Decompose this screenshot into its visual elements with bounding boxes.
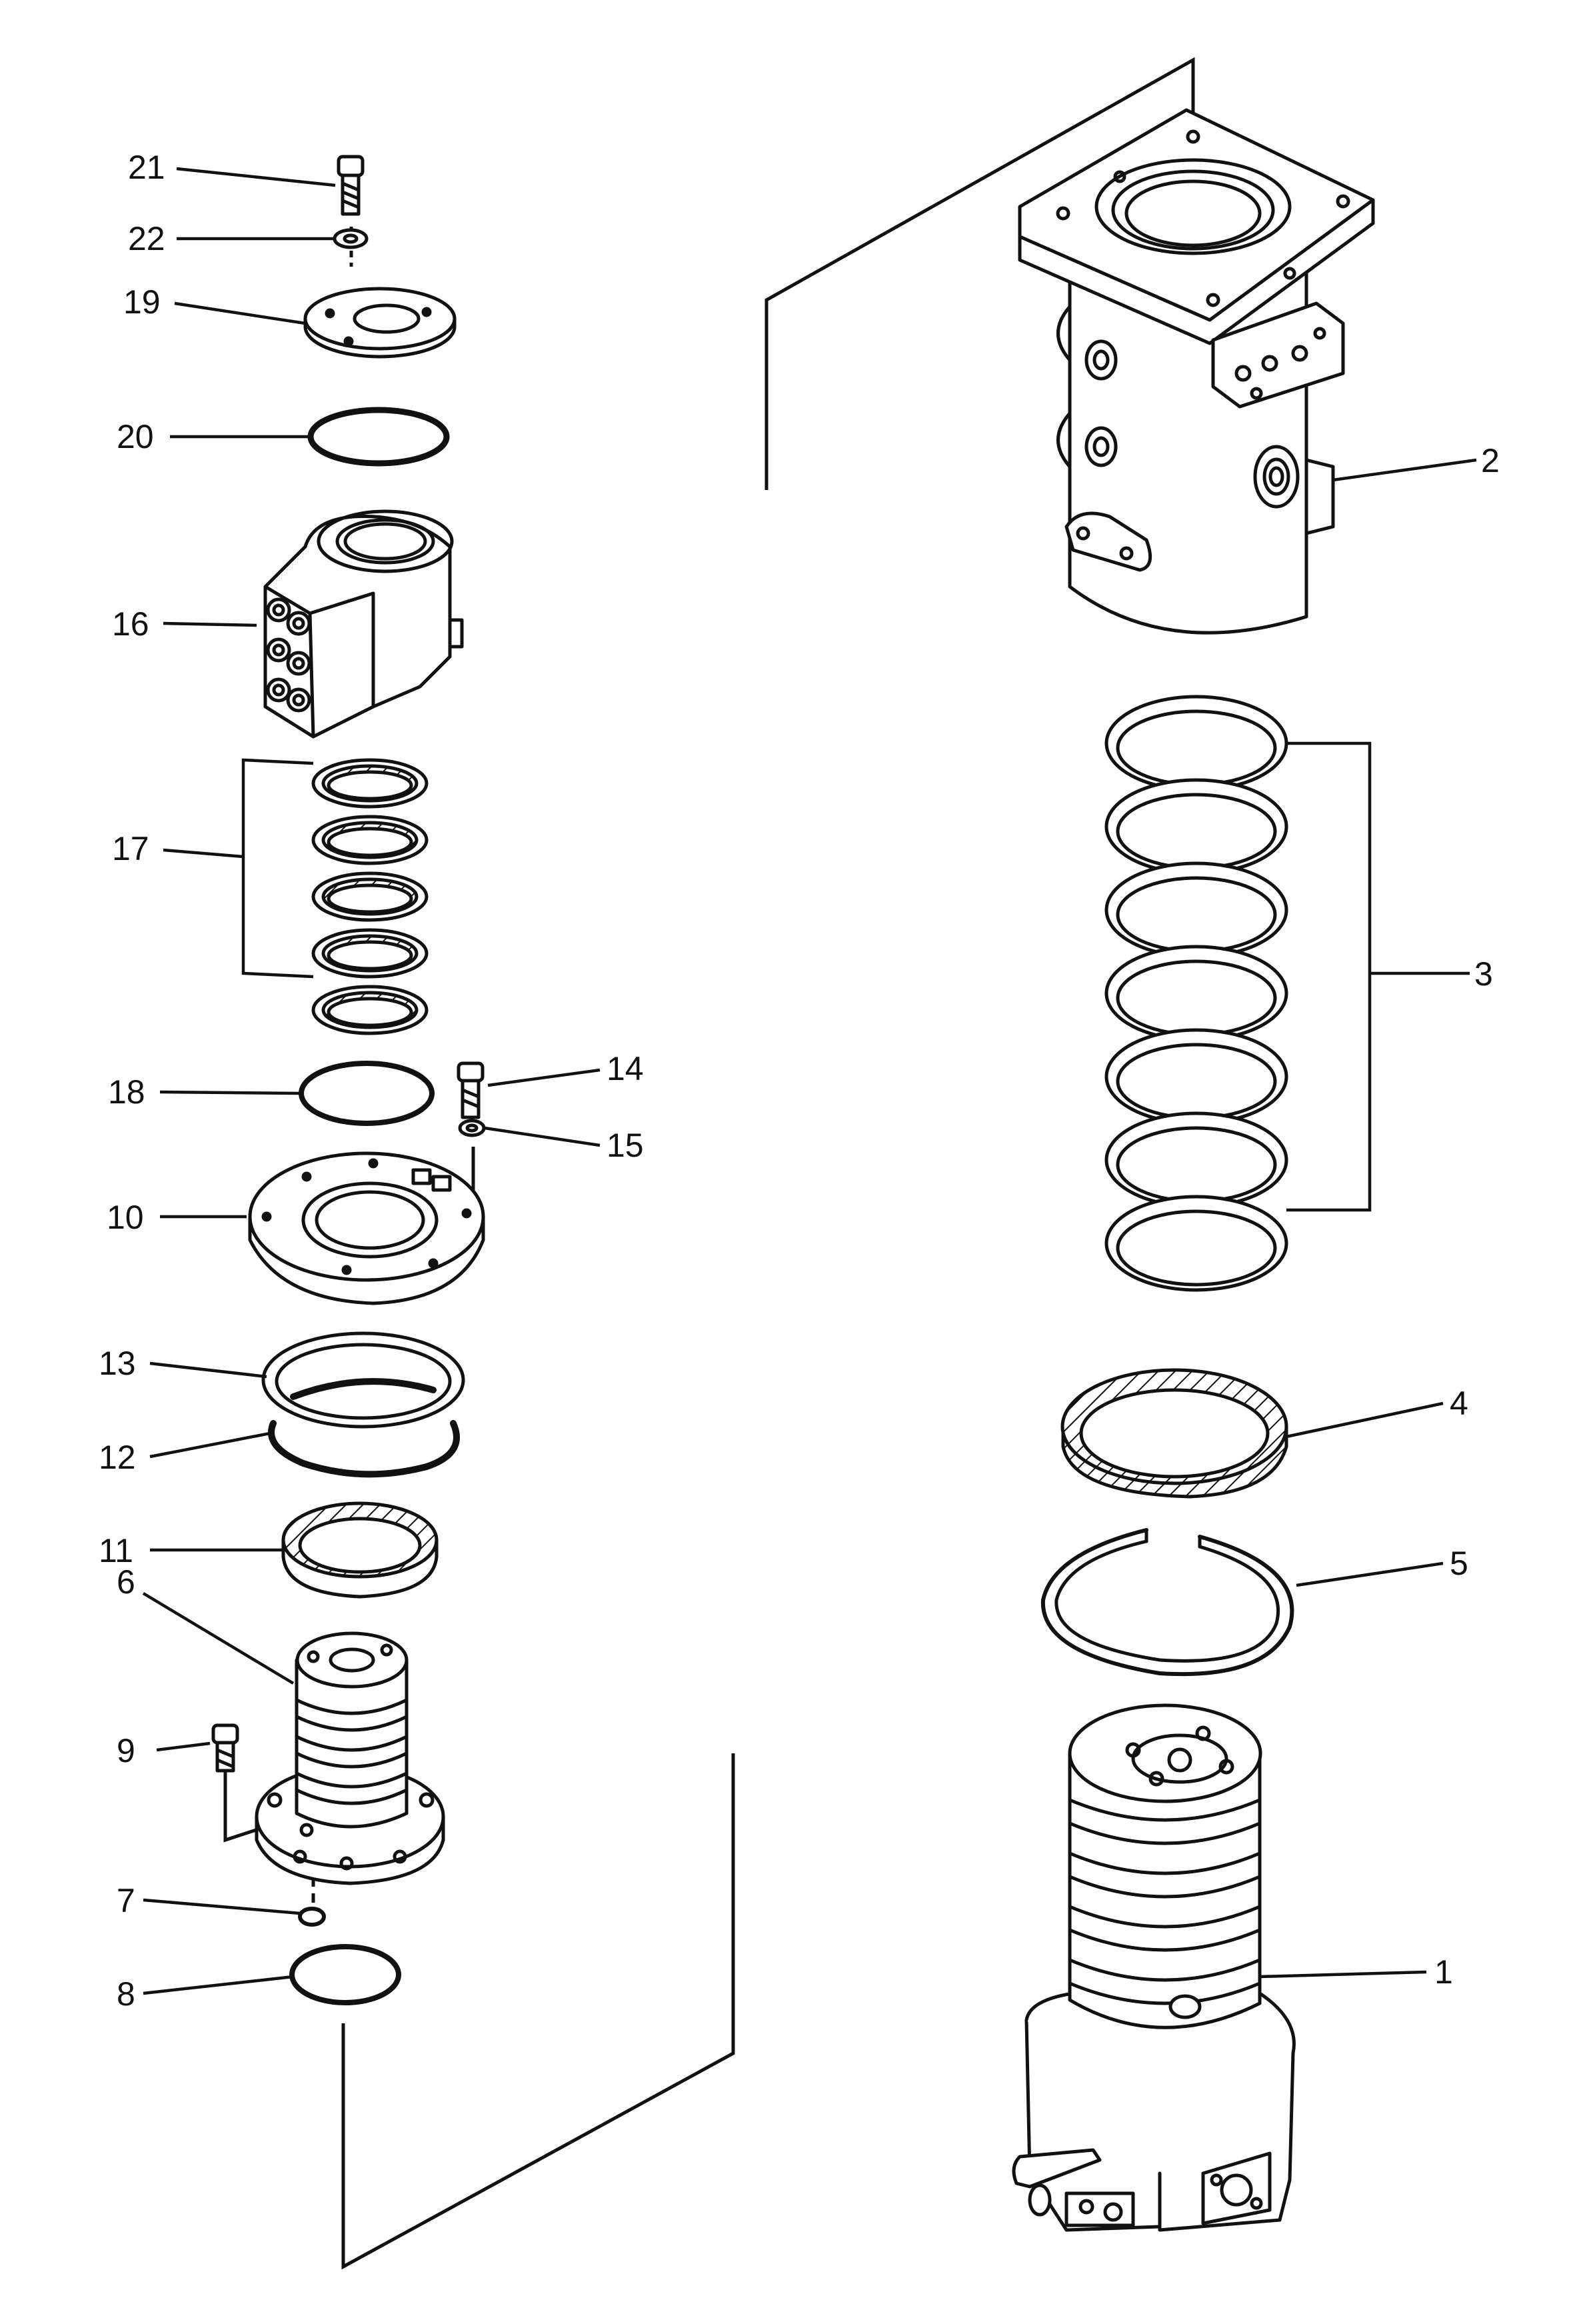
part-11-bearing: [281, 1501, 439, 1599]
part-6-shaft: [255, 1631, 445, 1885]
callout-17: 17: [112, 830, 149, 867]
callout-16: 16: [112, 605, 149, 643]
part-20-o-ring: [307, 407, 450, 467]
callout-18: 18: [108, 1073, 145, 1111]
part-14-bolt: [457, 1061, 485, 1119]
part-19-cover-plate: [303, 287, 457, 359]
callout-13: 13: [99, 1345, 136, 1382]
part-15-washer: [458, 1119, 486, 1137]
callout-15: 15: [607, 1127, 644, 1164]
part-16-body: [263, 509, 464, 739]
callout-8: 8: [117, 1975, 135, 2013]
callout-20: 20: [117, 418, 154, 455]
part-4-thrust-ring: [1060, 1368, 1288, 1499]
callout-1: 1: [1434, 1953, 1453, 1991]
part-18-o-ring: [299, 1061, 435, 1126]
callout-4: 4: [1450, 1385, 1468, 1422]
callout-7: 7: [117, 1882, 135, 1919]
callout-19: 19: [123, 283, 161, 321]
part-3-ring-stack: [1104, 695, 1288, 1292]
part-1-spindle: [1012, 1703, 1296, 2232]
part-5-snap-ring: [1040, 1528, 1294, 1677]
callout-14: 14: [607, 1050, 644, 1087]
part-12-o-ring: [268, 1420, 460, 1478]
part-13-ring: [261, 1331, 465, 1429]
callout-22: 22: [128, 220, 165, 257]
callout-9: 9: [117, 1732, 135, 1769]
part-21-bolt: [337, 155, 365, 216]
part-10-flange: [248, 1151, 485, 1305]
part-2-housing: [1018, 108, 1375, 635]
part-17-seal-stack: [311, 758, 429, 1035]
part-9-bolt: [211, 1723, 239, 1773]
callout-10: 10: [107, 1199, 144, 1236]
callout-3: 3: [1474, 955, 1493, 993]
part-8-o-ring: [289, 1944, 401, 2005]
part-22-washer: [333, 228, 369, 249]
callout-21: 21: [128, 149, 165, 186]
part-7-small-o-ring: [298, 1907, 326, 1927]
callout-11: 11: [99, 1532, 133, 1569]
callout-5: 5: [1450, 1545, 1468, 1582]
callout-6: 6: [117, 1563, 135, 1601]
callout-12: 12: [99, 1439, 136, 1476]
callout-2: 2: [1481, 442, 1500, 479]
callout-labels: 21 22 19 20 16 17 18 14 15 10 13 12 11 6…: [99, 149, 1500, 2013]
leader-lines: [142, 167, 1477, 1995]
